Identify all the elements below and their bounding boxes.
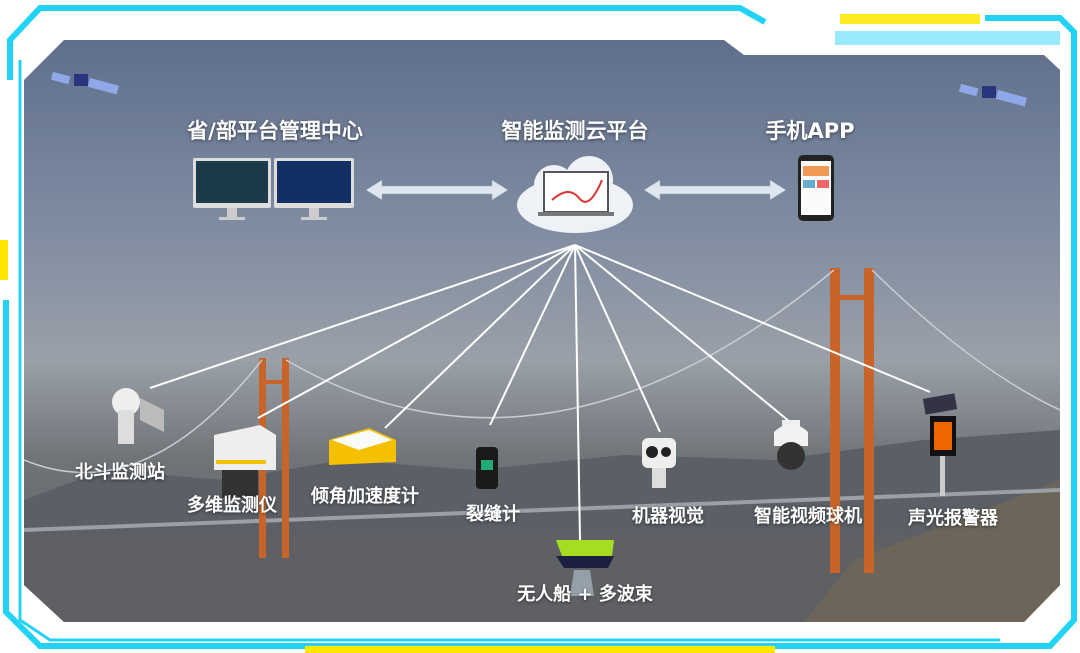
device-label: 多维监测仪 [187, 495, 277, 516]
unmanned-boat-icon [556, 540, 614, 596]
dome-camera-icon [774, 420, 808, 470]
device-label: 倾角加速度计 [311, 486, 419, 507]
crack-meter-icon [476, 447, 498, 489]
device-label: 声光报警器 [908, 508, 998, 529]
arrow-cloud-app [643, 179, 787, 201]
monitor-icon [193, 158, 354, 220]
bridge-tower-right [830, 268, 874, 573]
cables [24, 269, 1060, 474]
label-mobile-app: 手机APP [765, 119, 855, 143]
connection-lines [149, 244, 931, 541]
stripes-yellow [840, 14, 980, 24]
device-label: 北斗监测站 [75, 462, 165, 483]
label-province-center: 省/部平台管理中心 [187, 119, 363, 143]
machine-vision-icon [642, 438, 676, 488]
scene [24, 71, 1060, 622]
device-label: 裂缝计 [466, 504, 520, 525]
device-label: 无人船 + 多波束 [517, 584, 653, 605]
device-label: 智能视频球机 [754, 506, 862, 527]
gnss-station-icon [112, 388, 164, 444]
bridge-deck [24, 488, 1060, 532]
inclinometer-icon [329, 428, 396, 465]
alarm-icon [922, 393, 958, 496]
multi-monitor-icon [214, 425, 276, 498]
hills [24, 430, 1060, 550]
shore [804, 480, 1060, 622]
cloud-platform-icon [517, 156, 633, 233]
satellite-icon [958, 83, 1027, 107]
arrow-province-cloud [365, 179, 509, 201]
label-cloud-platform: 智能监测云平台 [501, 119, 649, 143]
device-label: 机器视觉 [632, 506, 704, 527]
phone-icon [798, 155, 834, 221]
satellite-icon [50, 71, 119, 95]
diagram-panel: 省/部平台管理中心 智能监测云平台 手机APP 北斗监测站 多维监测仪 倾角加速… [24, 40, 1060, 622]
